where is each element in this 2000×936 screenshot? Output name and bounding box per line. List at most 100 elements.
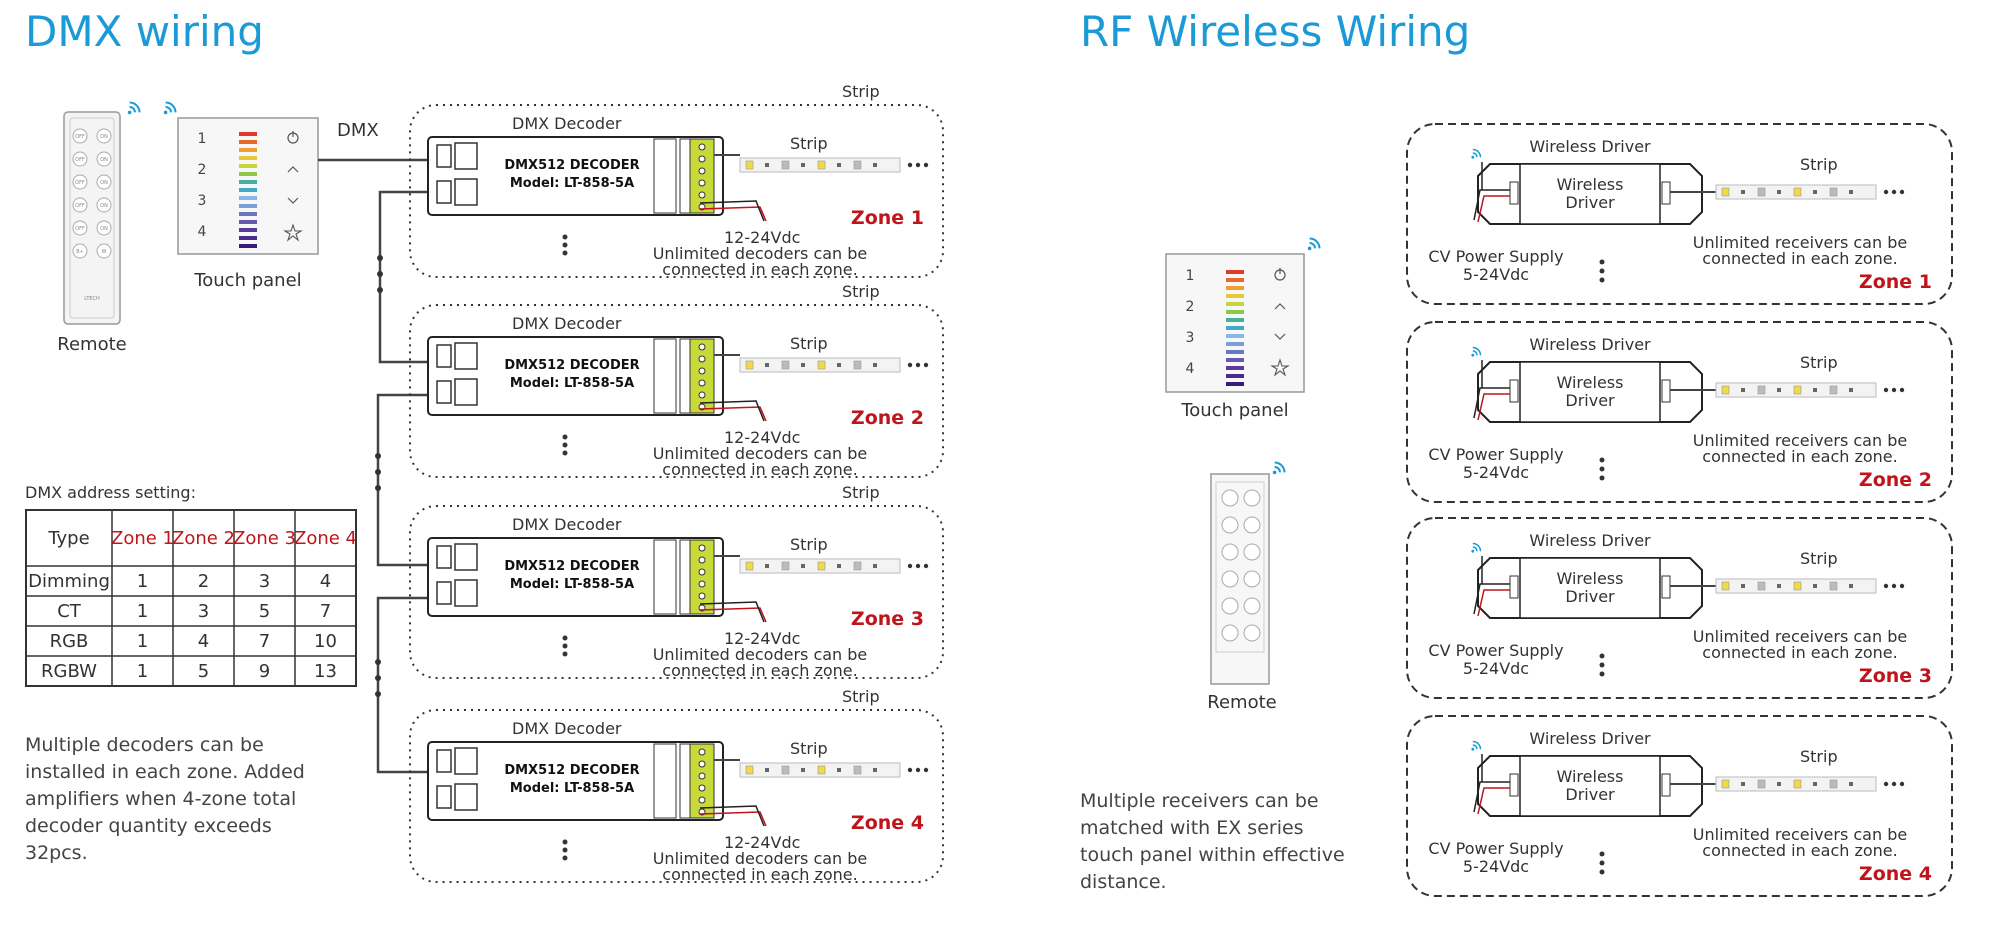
chevron-down-icon [287,197,299,204]
terminal-screw [698,343,706,351]
continuation-dot [915,362,921,368]
remote-button[interactable] [1243,489,1261,507]
remote-button[interactable] [72,174,88,190]
svg-text:3: 3 [198,193,207,209]
remote-button[interactable] [72,151,88,167]
supply-line2: 5-24Vdc [1463,265,1529,284]
remote-button-label: OFF [75,203,85,209]
svg-text:matched with EX series: matched with EX series [1080,817,1304,839]
table-cell: 7 [259,631,270,652]
remote-button-label: ON [100,226,108,232]
remote-button[interactable] [96,220,112,236]
rj45-port-icon [454,142,478,170]
color-bar [1226,278,1244,282]
driver-inner [1519,755,1661,817]
led-chip [1849,584,1853,588]
led-chip [745,765,754,775]
strip-label: Strip [790,739,828,758]
color-bar [1226,334,1244,338]
remote-button[interactable] [1243,570,1261,588]
table-cell: 1 [137,601,148,622]
terminal-screw [698,772,706,780]
terminal-block [689,338,715,414]
voltage-label: 12-24Vdc [724,833,800,852]
table-cell: 7 [320,601,331,622]
decoder-model-line1: DMX512 DECODER [504,559,639,574]
remote-button[interactable] [1221,543,1239,561]
led-strip [1715,578,1905,594]
led-chip [781,765,790,775]
remote-button[interactable] [1243,516,1261,534]
continuation-dot [915,162,921,168]
supply-line1: CV Power Supply [1428,839,1563,858]
table-cell: 5 [259,601,270,622]
svg-text:touch panel within effective: touch panel within effective [1080,844,1345,866]
zone-border [409,709,944,883]
table-cell: RGB [50,631,89,652]
remote-button[interactable] [1221,597,1239,615]
unlimited-line1: Unlimited receivers can be [1693,825,1907,844]
remote-button[interactable] [1221,624,1239,642]
zone-label: Zone 2 [851,407,924,429]
unlimited-line1: Unlimited decoders can be [653,849,868,868]
led-chip [1741,190,1745,194]
driver-inner [1519,557,1661,619]
terminal-screw [698,760,706,768]
wifi-icon [1470,148,1482,160]
led-chip [745,160,754,170]
more-dot [562,242,568,248]
table-header-cell: Type [47,528,89,549]
more-dot [1599,662,1605,668]
remote-button[interactable] [1221,570,1239,588]
supply-line1: CV Power Supply [1428,247,1563,266]
remote-button[interactable] [1221,489,1239,507]
unlimited-line1: Unlimited decoders can be [653,645,868,664]
led-chip [873,768,877,772]
remote-button[interactable] [1243,597,1261,615]
remote-button[interactable] [1243,624,1261,642]
voltage-label: 12-24Vdc [724,629,800,648]
remote-button[interactable] [72,197,88,213]
continuation-dot [1891,387,1897,393]
unlimited-line1: Unlimited receivers can be [1693,627,1907,646]
color-bar [239,180,257,184]
decoder-body [427,336,724,416]
unlimited-line2: connected in each zone. [662,661,857,680]
dmx-bus-label: DMX [337,120,379,141]
more-dot [562,250,568,256]
output-terminal [1661,773,1671,797]
voltage-label: 12-24Vdc [724,428,800,447]
more-dot [562,234,568,240]
led-chip [837,363,841,367]
decoder-title: DMX Decoder [512,314,622,333]
remote-button[interactable] [72,128,88,144]
led-chip [1829,187,1838,197]
remote-button[interactable] [96,197,112,213]
more-dot [1599,653,1605,659]
color-bar [239,244,257,248]
remote-button[interactable] [96,151,112,167]
driver-inner-line1: Wireless [1557,767,1624,786]
led-chip [1813,584,1817,588]
strip-outer-label: Strip [842,82,880,101]
wifi-icon [1306,237,1321,252]
table-cell: 2 [198,571,209,592]
remote-button[interactable] [96,128,112,144]
color-bar [239,132,257,136]
remote-button[interactable] [1221,516,1239,534]
remote-button[interactable] [72,220,88,236]
remote-button[interactable] [1243,543,1261,561]
unlimited-line2: connected in each zone. [1702,841,1897,860]
remote-button[interactable] [96,174,112,190]
remote-button[interactable] [96,243,112,259]
rj45-port-icon [454,378,478,406]
terminal-screw [698,544,706,552]
led-chip [765,363,769,367]
driver-inner-line1: Wireless [1557,569,1624,588]
remote-button[interactable] [72,243,88,259]
unlimited-line2: connected in each zone. [662,260,857,279]
